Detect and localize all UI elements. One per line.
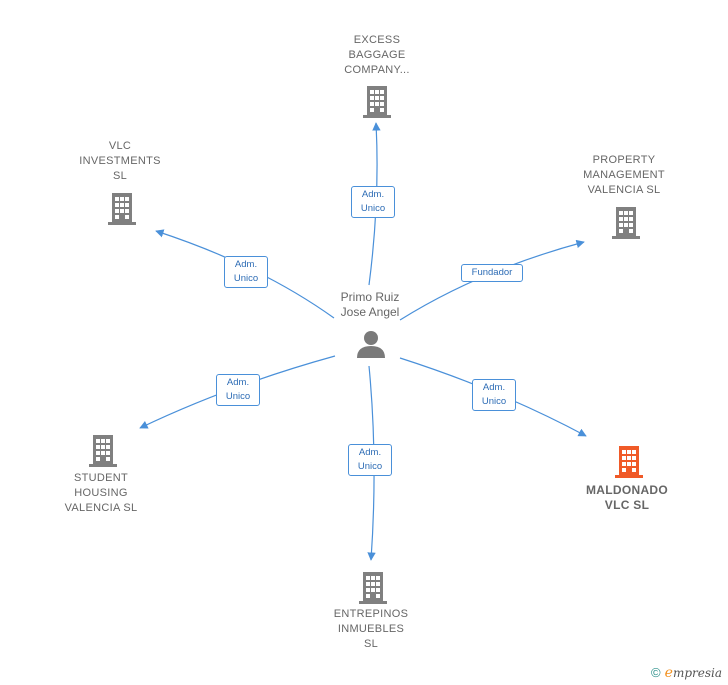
brand-name: mpresia: [672, 666, 722, 680]
building-icon[interactable]: [358, 570, 388, 604]
building-icon[interactable]: [107, 191, 137, 225]
company-label-maldonado[interactable]: MALDONADO VLC SL: [585, 483, 669, 512]
company-label-entrepinos[interactable]: ENTREPINOS INMUEBLES SL: [333, 608, 409, 650]
person-icon[interactable]: [356, 330, 386, 358]
copyright-symbol: ©: [651, 665, 661, 680]
company-label-excess[interactable]: EXCESS BAGGAGE COMPANY...: [344, 34, 410, 76]
relation-badge-vlc: Adm. Unico: [224, 256, 268, 288]
building-icon[interactable]: [88, 433, 118, 467]
brand-watermark: ©empresia: [651, 665, 722, 681]
relation-badge-entrepinos: Adm. Unico: [348, 444, 392, 476]
building-icon[interactable]: [611, 205, 641, 239]
company-label-student[interactable]: STUDENT HOUSING VALENCIA SL: [64, 472, 138, 514]
company-label-vlc[interactable]: VLC INVESTMENTS SL: [79, 140, 161, 182]
relation-badge-excess: Adm. Unico: [351, 186, 395, 218]
relation-badge-student: Adm. Unico: [216, 374, 260, 406]
brand-logo-initial: e: [664, 665, 673, 681]
relation-badge-maldonado: Adm. Unico: [472, 379, 516, 411]
company-label-property[interactable]: PROPERTY MANAGEMENT VALENCIA SL: [583, 154, 665, 196]
building-icon-highlight[interactable]: [614, 444, 644, 478]
center-person-label[interactable]: Primo Ruiz Jose Angel: [340, 290, 400, 319]
building-icon[interactable]: [362, 84, 392, 118]
relation-badge-property: Fundador: [461, 264, 523, 282]
